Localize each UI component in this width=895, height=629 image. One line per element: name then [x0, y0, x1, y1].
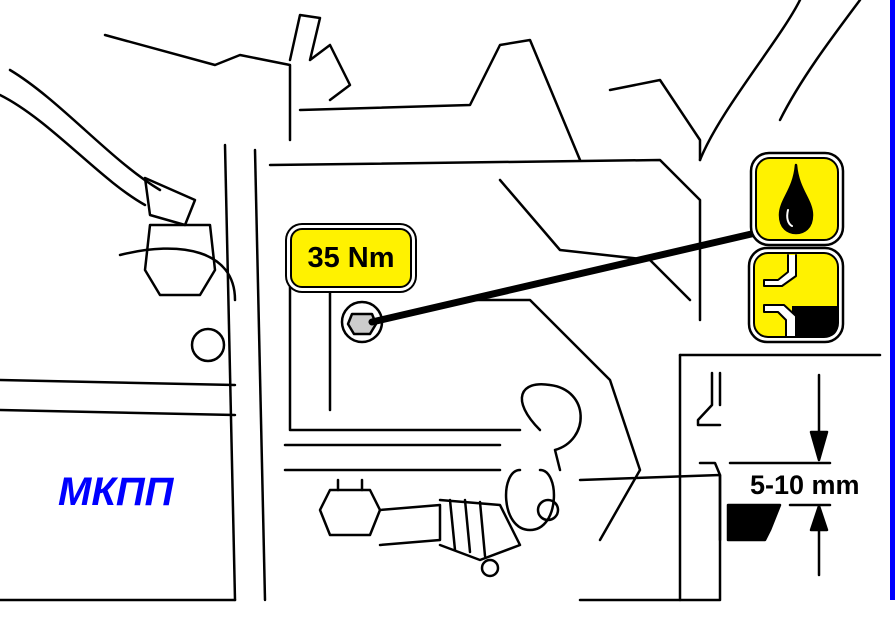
edge-bar [890, 0, 895, 600]
oil-level-detail [696, 371, 832, 577]
oil-gap-label: 5-10 mm [750, 470, 860, 500]
torque-label: 35 Nm [290, 228, 412, 288]
gearbox-label: МКПП [58, 470, 174, 514]
oil-drop-icon [749, 151, 845, 247]
oil-level-icon [747, 246, 845, 344]
pointer-line [368, 228, 764, 326]
